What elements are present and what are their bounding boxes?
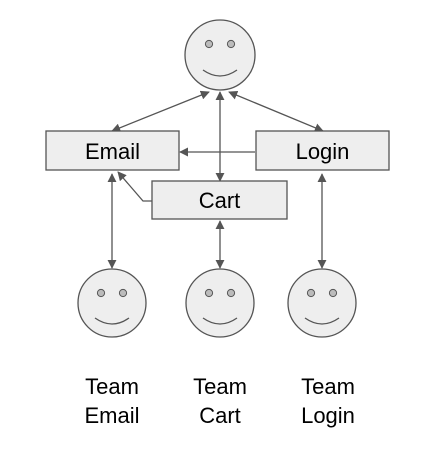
team-login-label-line1: Team (301, 374, 355, 399)
team-cart-label-line1: Team (193, 374, 247, 399)
email-box: Email (45, 130, 180, 171)
team-login-face-icon (287, 268, 357, 338)
team-login-label-line2: Login (301, 403, 355, 428)
login-box: Login (255, 130, 390, 171)
cart-box: Cart (151, 180, 288, 220)
cart-box-label: Cart (199, 188, 241, 213)
team-cart-face-icon (185, 268, 255, 338)
login-box-label: Login (296, 139, 350, 164)
email-box-label: Email (85, 139, 140, 164)
arrow-user-login (228, 90, 324, 133)
user-face-icon (184, 19, 256, 91)
team-cart-label-line2: Cart (199, 403, 241, 428)
connectors (107, 90, 327, 269)
arrow-cart-email (117, 171, 152, 202)
team-email-label-line1: Team (85, 374, 139, 399)
team-email-label-line2: Email (84, 403, 139, 428)
arrow-user-email (111, 90, 210, 133)
team-email-face-icon (77, 268, 147, 338)
team-labels: Team Email Team Cart Team Login (84, 374, 354, 428)
